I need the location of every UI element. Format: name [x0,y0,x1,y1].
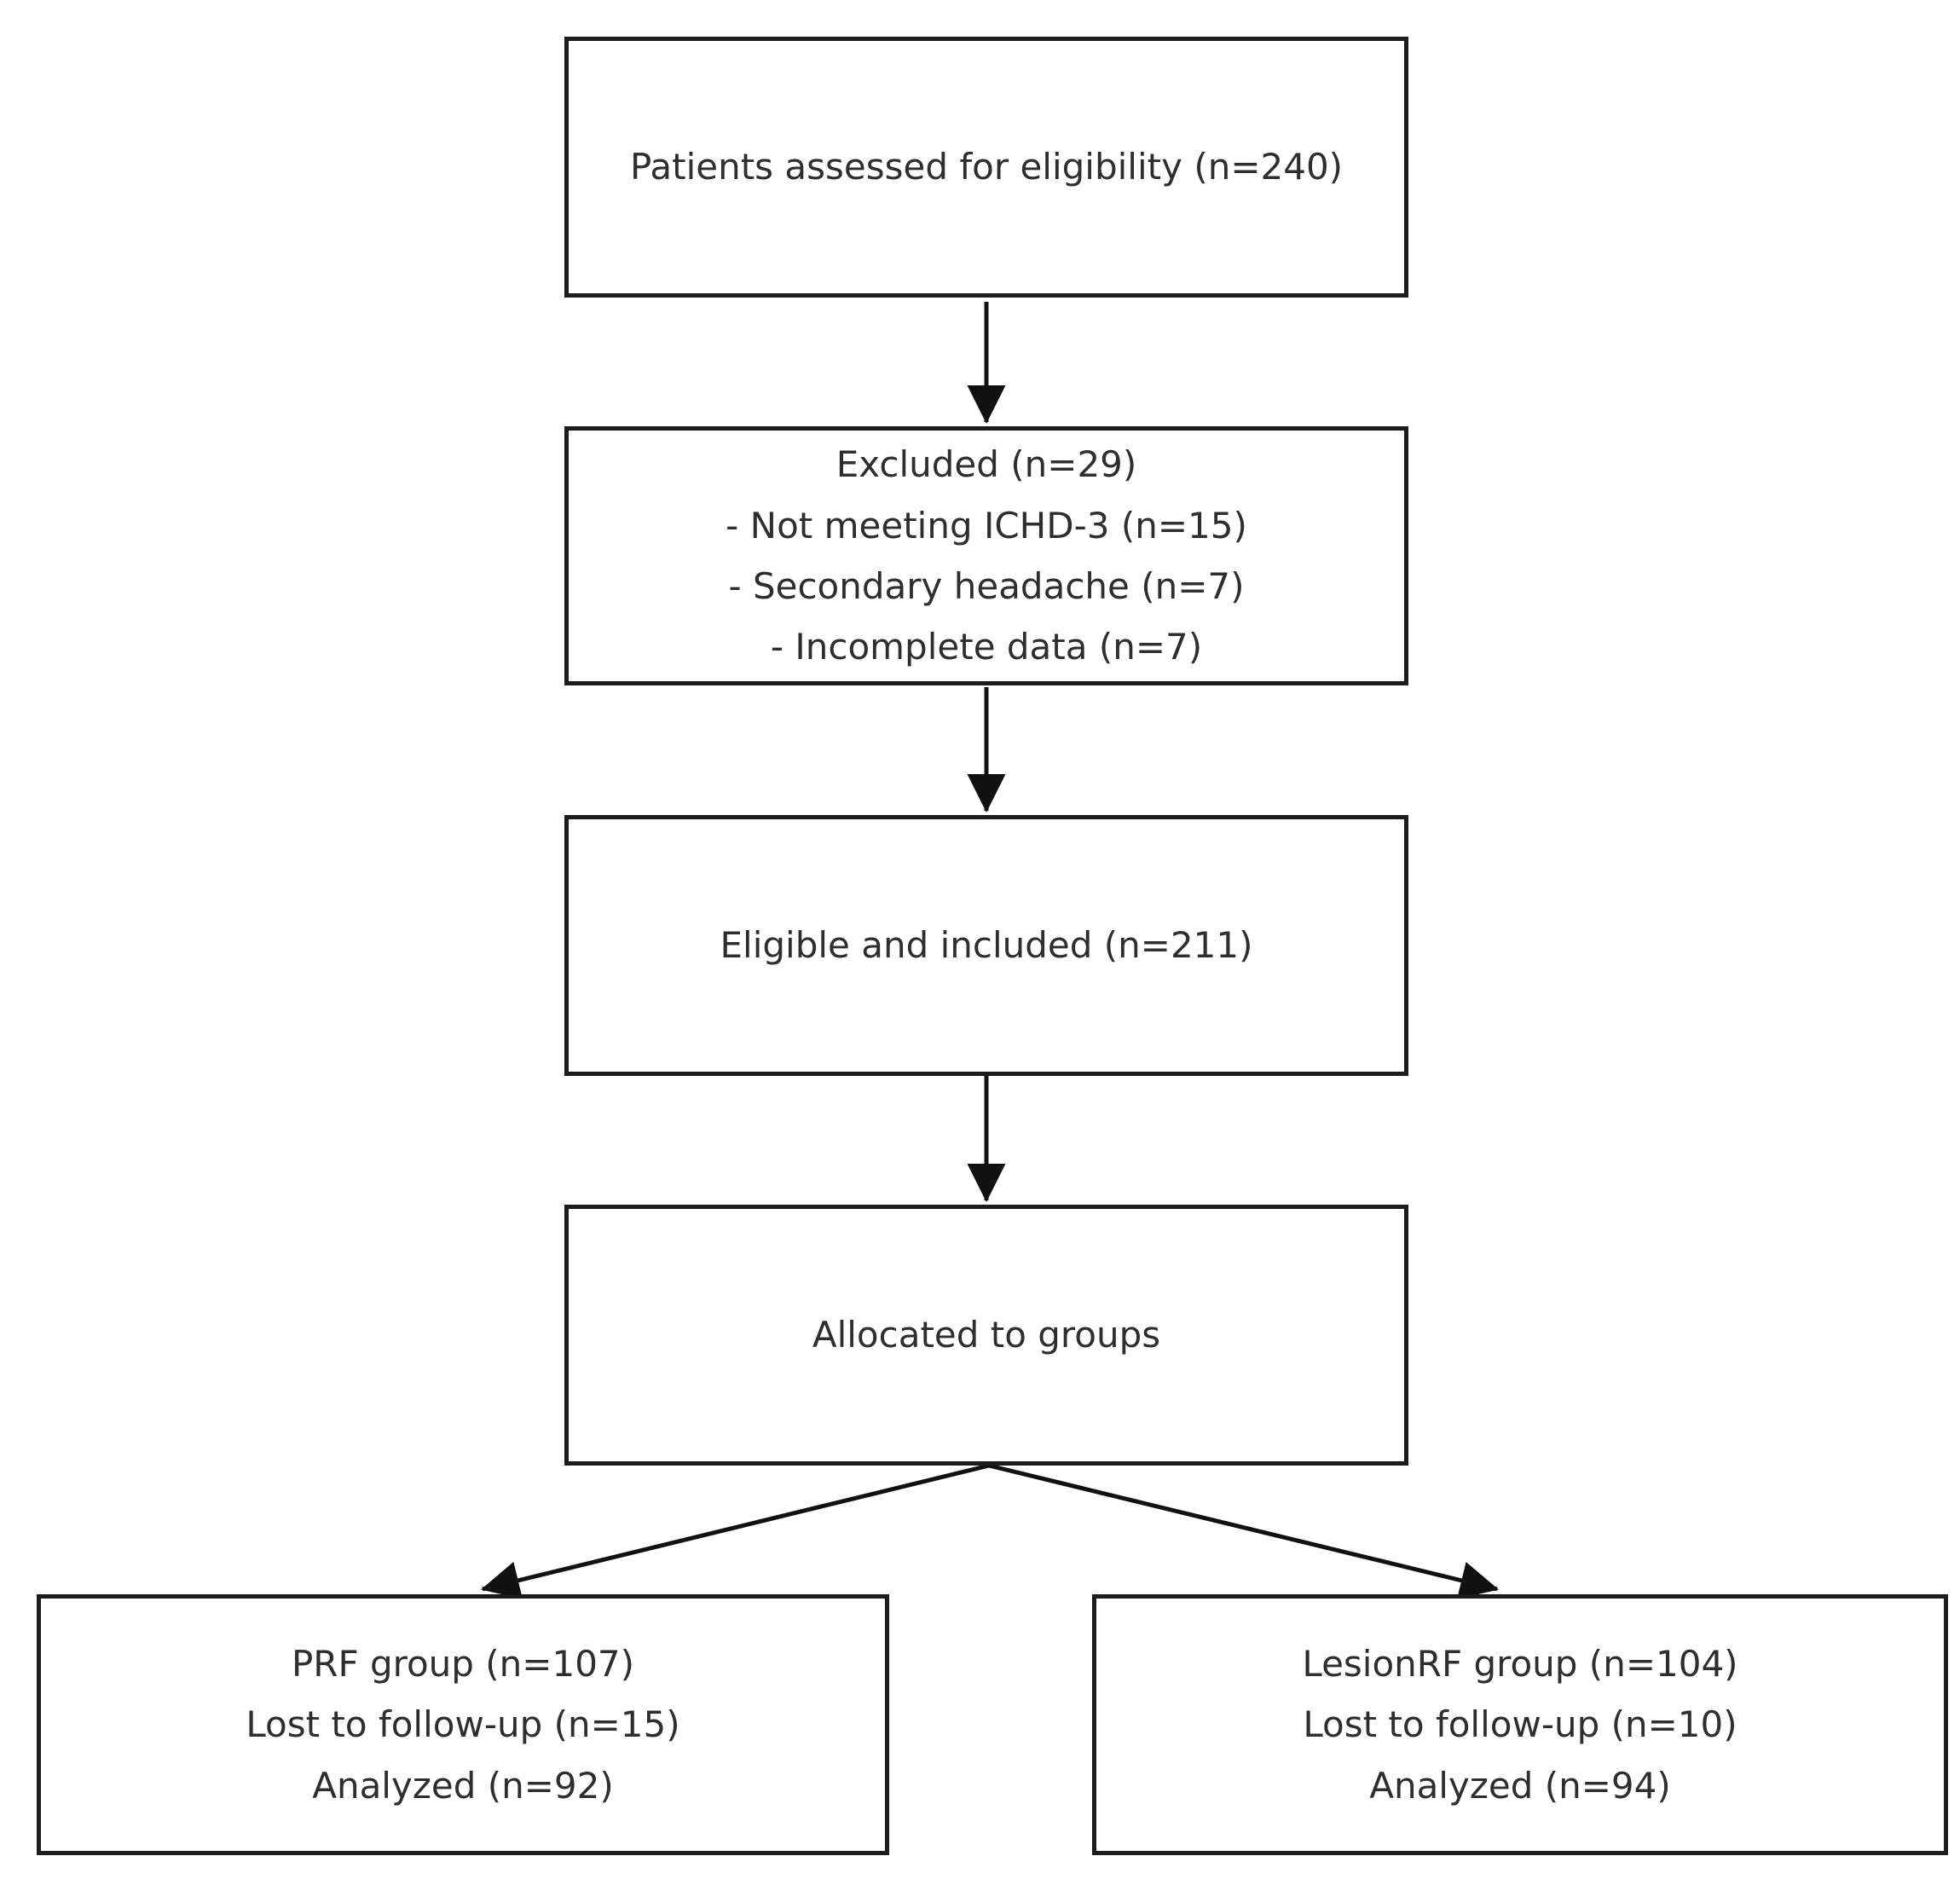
flow-box-eligible: Eligible and included (n=211) [564,815,1408,1076]
box-text-line: LesionRF group (n=104) [1302,1642,1738,1685]
box-text-line: Eligible and included (n=211) [720,924,1253,967]
box-text-line: Excluded (n=29) [835,443,1137,486]
flow-box-prf-group: PRF group (n=107) Lost to follow-up (n=1… [37,1594,889,1855]
box-text-line: Analyzed (n=94) [1369,1764,1671,1807]
flow-box-excluded: Excluded (n=29) - Not meeting ICHD-3 (n=… [564,426,1408,685]
arrow-allocated-to-lesionrf-icon [988,1463,1499,1599]
box-text-line: - Secondary headache (n=7) [728,565,1245,607]
flow-box-lesionrf-group: LesionRF group (n=104) Lost to follow-up… [1092,1594,1948,1855]
box-text-line: Lost to follow-up (n=15) [246,1703,680,1746]
box-text-line: PRF group (n=107) [291,1642,635,1685]
box-text-line: Patients assessed for eligibility (n=240… [629,146,1344,188]
box-text-line: - Not meeting ICHD-3 (n=15) [726,504,1247,546]
flow-box-assessed: Patients assessed for eligibility (n=240… [564,37,1408,298]
arrow-allocated-to-prf-icon [481,1463,990,1599]
box-text-line: Analyzed (n=92) [312,1764,614,1807]
box-text-line: Lost to follow-up (n=10) [1303,1703,1737,1746]
box-text-line: - Incomplete data (n=7) [770,626,1203,668]
flow-box-allocated: Allocated to groups [564,1205,1408,1466]
box-text-line: Allocated to groups [812,1314,1161,1356]
